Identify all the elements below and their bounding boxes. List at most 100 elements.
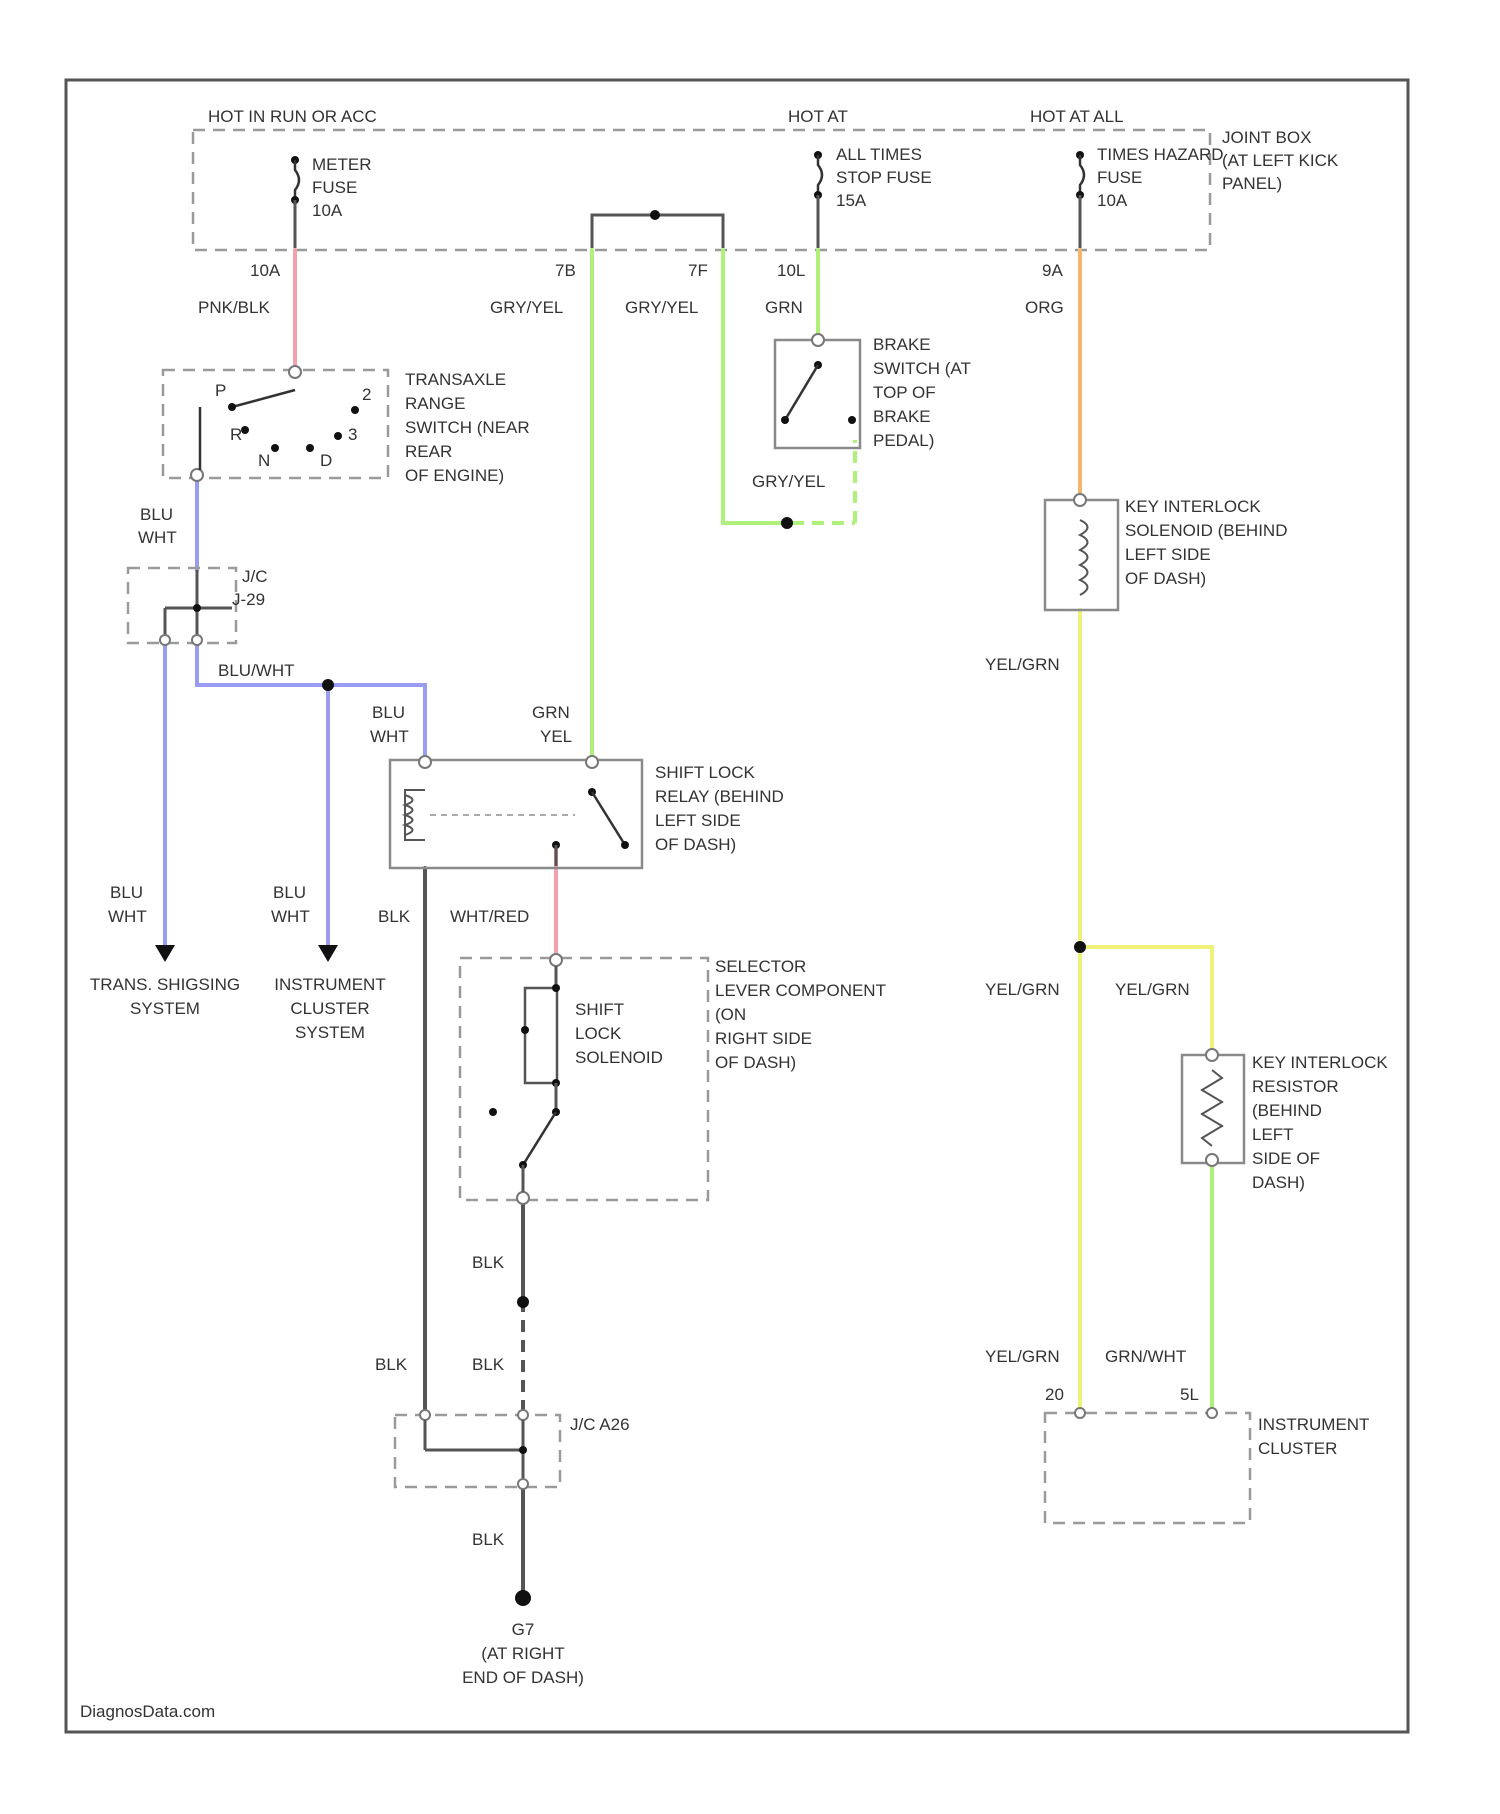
ground-label-3: END OF DASH) [462,1668,584,1687]
key-resistor-label-2: RESISTOR [1252,1077,1339,1096]
label-blu-wht-1a: BLU [140,505,173,524]
label-blu-wht-1b: WHT [138,528,177,547]
key-resistor-label-6: DASH) [1252,1173,1305,1192]
selector-label-3: (ON [715,1005,746,1024]
selector-label-1: SELECTOR [715,957,806,976]
range-pos-2: 2 [362,385,371,404]
hot-at-all-label: HOT AT ALL [1030,107,1124,126]
jc-a26-bus [420,1410,528,1489]
cluster-system-label-1: INSTRUMENT [274,975,385,994]
stop-fuse-label-2: STOP FUSE [836,168,932,187]
pin-5l: 5L [1180,1385,1199,1404]
transaxle-label-3: SWITCH (NEAR [405,418,530,437]
label-grn-yel-b: YEL [540,727,572,746]
arrow-cluster-system [318,945,338,962]
joint-box-link [592,210,723,248]
hot-run-acc-label: HOT IN RUN OR ACC [208,107,377,126]
transaxle-label-1: TRANSAXLE [405,370,506,389]
solenoid-coil [1080,520,1088,595]
ground-label-2: (AT RIGHT [481,1644,564,1663]
label-blu-wht-4b: WHT [108,907,147,926]
cluster-system-label-2: CLUSTER [290,999,369,1018]
label-blu-wht-5b: WHT [271,907,310,926]
range-pos-3: 3 [348,425,357,444]
range-pos-p: P [215,381,226,400]
relay-contact [552,788,629,866]
key-solenoid-label-1: KEY INTERLOCK [1125,497,1261,516]
splice-blu-wht [322,679,334,691]
brake-label-1: BRAKE [873,335,931,354]
cluster-label-2: CLUSTER [1258,1439,1337,1458]
label-blk-1: BLK [378,907,411,926]
label-yel-grn-4: YEL/GRN [985,1347,1060,1366]
jc-j29-bus [160,570,232,645]
stop-fuse-label-1: ALL TIMES [836,145,922,164]
label-yel-grn-3: YEL/GRN [1115,980,1190,999]
label-yel-grn-2: YEL/GRN [985,980,1060,999]
label-blu-wht-3b: WHT [370,727,409,746]
joint-box-label-1: JOINT BOX [1222,128,1311,147]
arrow-trans-system [155,945,175,962]
label-blu-wht-5a: BLU [273,883,306,902]
key-solenoid-label-4: OF DASH) [1125,569,1206,588]
ground-g7-node [515,1590,531,1606]
hazard-fuse-label-1: TIMES HAZARD [1097,145,1224,164]
label-gry-yel-3: GRY/YEL [752,472,825,491]
label-gry-yel-1: GRY/YEL [490,298,563,317]
cluster-system-label-3: SYSTEM [295,1023,365,1042]
key-resistor-label-4: LEFT [1252,1125,1294,1144]
splice-blk [517,1296,529,1308]
trans-system-label-2: SYSTEM [130,999,200,1018]
selector-label-4: RIGHT SIDE [715,1029,812,1048]
range-pos-d: D [320,451,332,470]
diagram-frame [66,80,1408,1732]
jc-label-2: J-29 [232,590,265,609]
transaxle-range-switch [163,370,388,478]
pin-7f: 7F [688,261,708,280]
brake-label-3: TOP OF [873,383,936,402]
hot-at-label: HOT AT [788,107,848,126]
resistor-element [1202,1070,1222,1146]
shift-solenoid-label-2: LOCK [575,1024,622,1043]
transaxle-label-5: OF ENGINE) [405,466,504,485]
cluster-label-1: INSTRUMENT [1258,1415,1369,1434]
stop-fuse-label-3: 15A [836,191,867,210]
hazard-fuse [1076,151,1084,248]
pin-20: 20 [1045,1385,1064,1404]
pin-10l: 10L [777,261,805,280]
splice-yel-grn [1074,941,1086,953]
trans-system-label-1: TRANS. SHIGSING [90,975,240,994]
jc-a26-label: J/C A26 [570,1415,630,1434]
pin-9a: 9A [1042,261,1063,280]
joint-box-label-2: (AT LEFT KICK [1222,151,1339,170]
shift-relay-label-1: SHIFT LOCK [655,763,755,782]
brake-switch-contact [781,361,856,424]
label-blk-4: BLK [472,1355,505,1374]
pin-10a: 10A [250,261,281,280]
pin-7b: 7B [555,261,576,280]
jc-label-1: J/C [242,567,268,586]
hazard-fuse-label-2: FUSE [1097,168,1142,187]
meter-fuse-label-1: METER [312,155,372,174]
meter-fuse-label-2: FUSE [312,178,357,197]
brake-switch [775,340,860,448]
splice-brake [781,517,793,529]
label-blu-wht-4a: BLU [110,883,143,902]
label-blk-3: BLK [375,1355,408,1374]
meter-fuse-label-3: 10A [312,201,343,220]
wire-yel-grn-branch [1080,947,1212,1055]
selector-label-2: LEVER COMPONENT [715,981,886,1000]
label-wht-red: WHT/RED [450,907,529,926]
range-pos-n: N [258,451,270,470]
relay-coil [405,790,425,840]
jc-j29 [128,568,236,643]
key-solenoid-label-2: SOLENOID (BEHIND [1125,521,1287,540]
brake-label-2: SWITCH (AT [873,359,971,378]
selector-label-5: OF DASH) [715,1053,796,1072]
shift-lock-relay [390,760,642,868]
label-yel-grn-1: YEL/GRN [985,655,1060,674]
meter-fuse [291,156,299,248]
joint-box-label-3: PANEL) [1222,174,1282,193]
label-blk-5: BLK [472,1530,505,1549]
